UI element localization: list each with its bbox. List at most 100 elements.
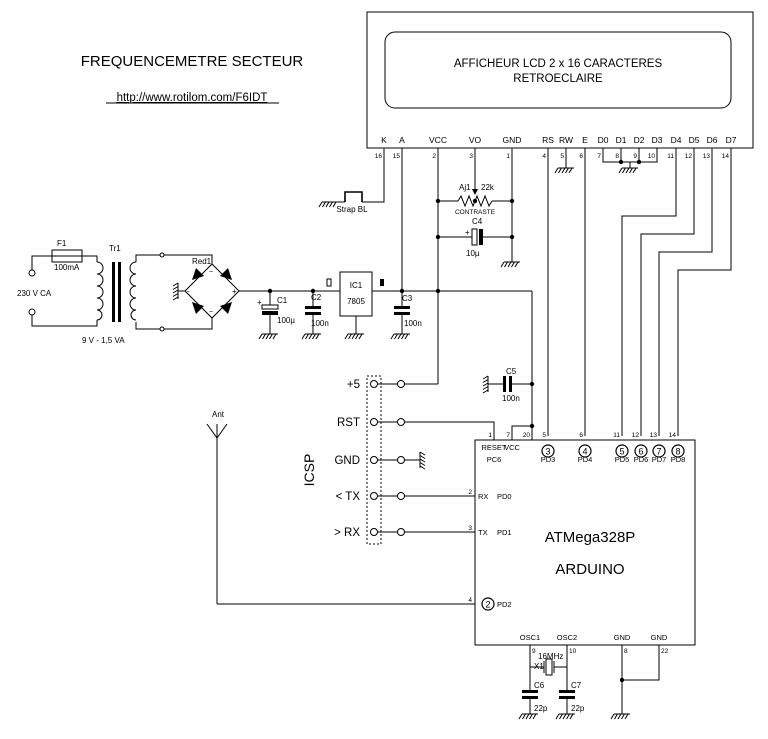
red1-label: Red1: [192, 257, 212, 266]
ic1-regulator: [339, 271, 373, 317]
aj1-label: Aj1: [459, 183, 471, 192]
junction-dot: [472, 198, 478, 204]
junction-dot: [399, 288, 405, 294]
icsp-pin-label: +5: [347, 379, 360, 391]
wire-d7: [677, 148, 732, 436]
arduino-pin-badge-circle: [634, 444, 648, 458]
mcu-pin-number: 8: [624, 648, 628, 655]
lcd-pin-number: 16: [375, 153, 383, 160]
icsp-pin-terminal: [397, 418, 405, 426]
arduino-pin-badge: 2: [485, 600, 490, 610]
arduino-pin-badge-circle: [615, 444, 629, 458]
c3-label: C3: [402, 294, 413, 303]
lcd-pin-number: 7: [597, 153, 601, 160]
c4-plate-neg: [479, 229, 483, 245]
wire-fuse-tr: [82, 255, 98, 262]
mcu-pin-port: PD8: [671, 455, 686, 464]
icsp-pin-terminal: [397, 528, 405, 536]
c4-plate-pos: [471, 228, 478, 246]
arduino-pin-badge-circle: [652, 444, 666, 458]
ground-icon: [301, 333, 321, 340]
arduino-pin-badge: 6: [638, 447, 643, 457]
mcu-pin-number: 11: [613, 432, 620, 439]
lcd-pin-name: VCC: [429, 135, 447, 145]
lcd-pin-number: 5: [560, 153, 564, 160]
tr1-label: Tr1: [109, 244, 121, 253]
ground-icon: [518, 713, 538, 720]
junction-dot: [310, 288, 316, 294]
lcd-pin-name: RS: [542, 135, 554, 145]
lcd-pin-name: GND: [503, 135, 522, 145]
lcd-pin-name: A: [399, 135, 405, 145]
mcu-pin-port: PD3: [541, 455, 556, 464]
ic1-value: 7805: [347, 297, 365, 306]
ant-label: Ant: [212, 410, 225, 419]
x1-value: 16MHz: [538, 652, 563, 661]
icsp-pin-pad: [370, 380, 378, 388]
lcd-pin-number: 11: [667, 153, 674, 160]
c2-value: 100n: [311, 319, 329, 328]
wire-sec-2: [135, 322, 160, 330]
c4-value: 10µ: [466, 249, 480, 258]
mcu-board: ARDUINO: [555, 561, 624, 578]
junction-dot: [618, 159, 624, 165]
tr1-core-2: [118, 262, 121, 322]
lcd-pin-number: 6: [579, 153, 583, 160]
lcd-pin-name: D5: [689, 135, 700, 145]
sec-term-1: [159, 252, 165, 258]
lcd-pin-number: 14: [722, 153, 730, 160]
c1-plate-pos: [261, 304, 279, 310]
page-title: FREQUENCEMETRE SECTEUR: [81, 53, 304, 70]
c7-plate-2: [559, 696, 575, 699]
lcd-pin-number: 13: [703, 153, 711, 160]
lcd-pin-name: D0: [598, 135, 609, 145]
junction-dot: [509, 198, 515, 204]
lcd-pin-number: 9: [633, 153, 637, 160]
lcd-title-line1: AFFICHEUR LCD 2 x 16 CARACTERES: [454, 58, 663, 70]
lcd-pin-number: 10: [648, 153, 656, 160]
contraste-label: CONTRASTE: [455, 209, 496, 216]
c5-value: 100n: [502, 394, 520, 403]
junction-dot: [529, 381, 535, 387]
c6-value: 22p: [534, 704, 548, 713]
c2-label: C2: [311, 293, 322, 302]
icsp-pin-label: RST: [337, 417, 360, 429]
aj1-value: 22k: [481, 183, 495, 192]
ground-icon: [482, 375, 489, 394]
mcu-pin-number: 12: [632, 432, 640, 439]
c3-plate-2: [394, 312, 410, 315]
mcu-pin-number: 20: [523, 432, 531, 439]
c4-label: C4: [472, 217, 483, 226]
lcd-pin-number: 15: [393, 153, 401, 160]
junction-dot: [435, 234, 441, 240]
bridge-red1: [184, 263, 240, 319]
lcd-pin-name: D3: [652, 135, 663, 145]
mcu-body: [474, 439, 696, 646]
ground-icon: [500, 261, 520, 268]
ic1-out-marker: [380, 279, 384, 286]
diode-4: [220, 302, 232, 314]
c7-value: 22p: [571, 704, 585, 713]
ground-icon: [419, 451, 426, 470]
lcd-title-line2: RETROECLAIRE: [513, 73, 603, 85]
mcu-pin-name: GND: [614, 633, 631, 642]
lcd-pin-labels: K16A15VCC2VO3GND1RS4RW5E6D07D18D29D310D4…: [375, 135, 737, 160]
icsp-pin-terminal: [397, 380, 405, 388]
lcd-pin-name: VO: [469, 135, 482, 145]
c5-label: C5: [506, 367, 517, 376]
mcu-pin-port: PD7: [652, 455, 667, 464]
c2-plate-1: [305, 306, 321, 309]
icsp-pin-terminal: [397, 492, 405, 500]
junction-dot: [267, 288, 273, 294]
lcd-screen: [384, 31, 732, 109]
c1-plus: +: [257, 298, 262, 307]
lcd-pin-number: 1: [506, 153, 510, 160]
icsp-pin-label: > RX: [334, 527, 360, 539]
ground-icon: [618, 167, 638, 174]
lcd-pin-name: D6: [707, 135, 718, 145]
mcu-pin-number: 22: [661, 648, 669, 655]
arduino-pin-badge-circle: [541, 444, 555, 458]
mcu-pin-number: 5: [542, 432, 546, 439]
